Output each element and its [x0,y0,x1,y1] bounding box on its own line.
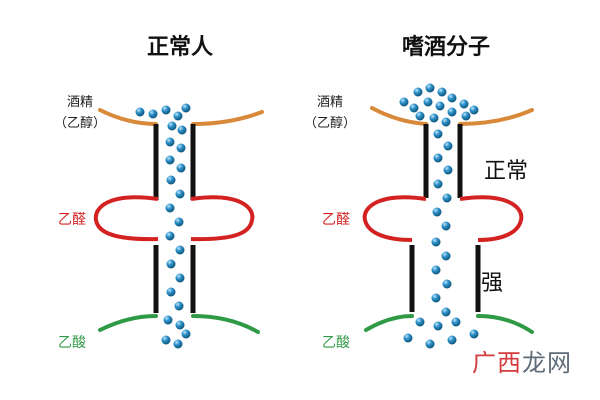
molecule [451,317,461,327]
molecule [415,111,425,121]
molecule [177,125,187,135]
left-panel-title: 正常人 [147,34,213,60]
left-acid-arc-left [98,314,158,332]
right-molecules [399,83,479,349]
right-aldehyde-bulge-left [362,195,427,242]
molecule [441,251,451,261]
molecule [442,279,452,289]
molecule [161,335,171,345]
right-alcohol-arc-right [458,108,534,126]
molecule [174,217,184,227]
molecule [165,137,175,147]
molecule [163,315,173,325]
molecule [435,101,445,111]
molecule [165,155,175,165]
molecule [433,153,443,163]
annotation-normal: 正常 [484,159,528,184]
molecule [165,231,175,241]
left-molecules [135,103,191,349]
left-alcohol-arc-right [191,110,264,126]
right-aldehyde-bulge-right [459,195,524,242]
molecule [431,265,441,275]
molecule [469,329,479,339]
molecule [167,121,177,131]
left-acid-label: 乙酸 [58,335,86,351]
molecule [459,99,469,109]
right-panel-title: 嗜酒分子 [402,35,490,60]
molecule [447,107,457,117]
molecule [166,175,176,185]
left-aldehyde-bulge-left [93,195,159,242]
molecule [174,301,184,311]
molecule [425,339,435,349]
molecule [447,93,457,103]
right-alcohol-sub-label: （乙醇） [304,115,356,131]
molecule [175,320,185,330]
molecule [165,203,175,213]
molecule [161,105,171,115]
right-alcohol-arc-left [370,106,428,126]
left-alcohol-arc-left [98,108,158,126]
molecule [443,165,453,175]
molecule [413,87,423,97]
molecule [173,339,183,349]
molecule [181,103,191,113]
molecule [423,97,433,107]
right-acid-arc-left [364,314,414,332]
right-alcohol-label: 酒精 [317,95,343,110]
molecule [403,333,413,343]
molecule [425,83,435,93]
molecule [441,307,451,317]
molecule [431,237,441,247]
molecule [415,317,425,327]
molecule [409,103,419,113]
molecule [135,107,145,117]
molecule [176,143,186,153]
molecule [447,335,457,345]
right-acid-arc-right [476,314,534,334]
molecule [399,97,409,107]
molecule [166,259,176,269]
molecule [441,117,451,127]
molecule [433,129,443,139]
molecule [443,141,453,151]
molecule [431,293,441,303]
right-aldehyde-label: 乙醛 [322,212,350,228]
molecule [433,179,443,189]
annotation-strong: 强 [481,271,503,296]
molecule [461,111,471,121]
molecule [469,105,479,115]
left-alcohol-label: 酒精 [67,95,93,110]
molecule [441,221,451,231]
molecule [166,287,176,297]
molecule [437,87,447,97]
left-aldehyde-label: 乙醛 [58,212,86,228]
left-acid-arc-right [191,314,260,334]
molecule [181,329,191,339]
watermark-red-part: 广西 [472,349,522,377]
right-acid-label: 乙酸 [322,335,350,351]
molecule [173,111,183,121]
molecule [442,193,452,203]
molecule [148,109,158,119]
molecule [176,163,186,173]
molecule [433,321,443,331]
left-aldehyde-bulge-right [190,195,255,242]
watermark: 广西龙网 [472,343,572,378]
watermark-gray-part: 龙网 [522,349,572,377]
molecule [175,245,185,255]
molecule [432,207,442,217]
molecule [175,189,185,199]
molecule [175,273,185,283]
left-alcohol-sub-label: （乙醇） [54,115,106,131]
molecule [429,113,439,123]
